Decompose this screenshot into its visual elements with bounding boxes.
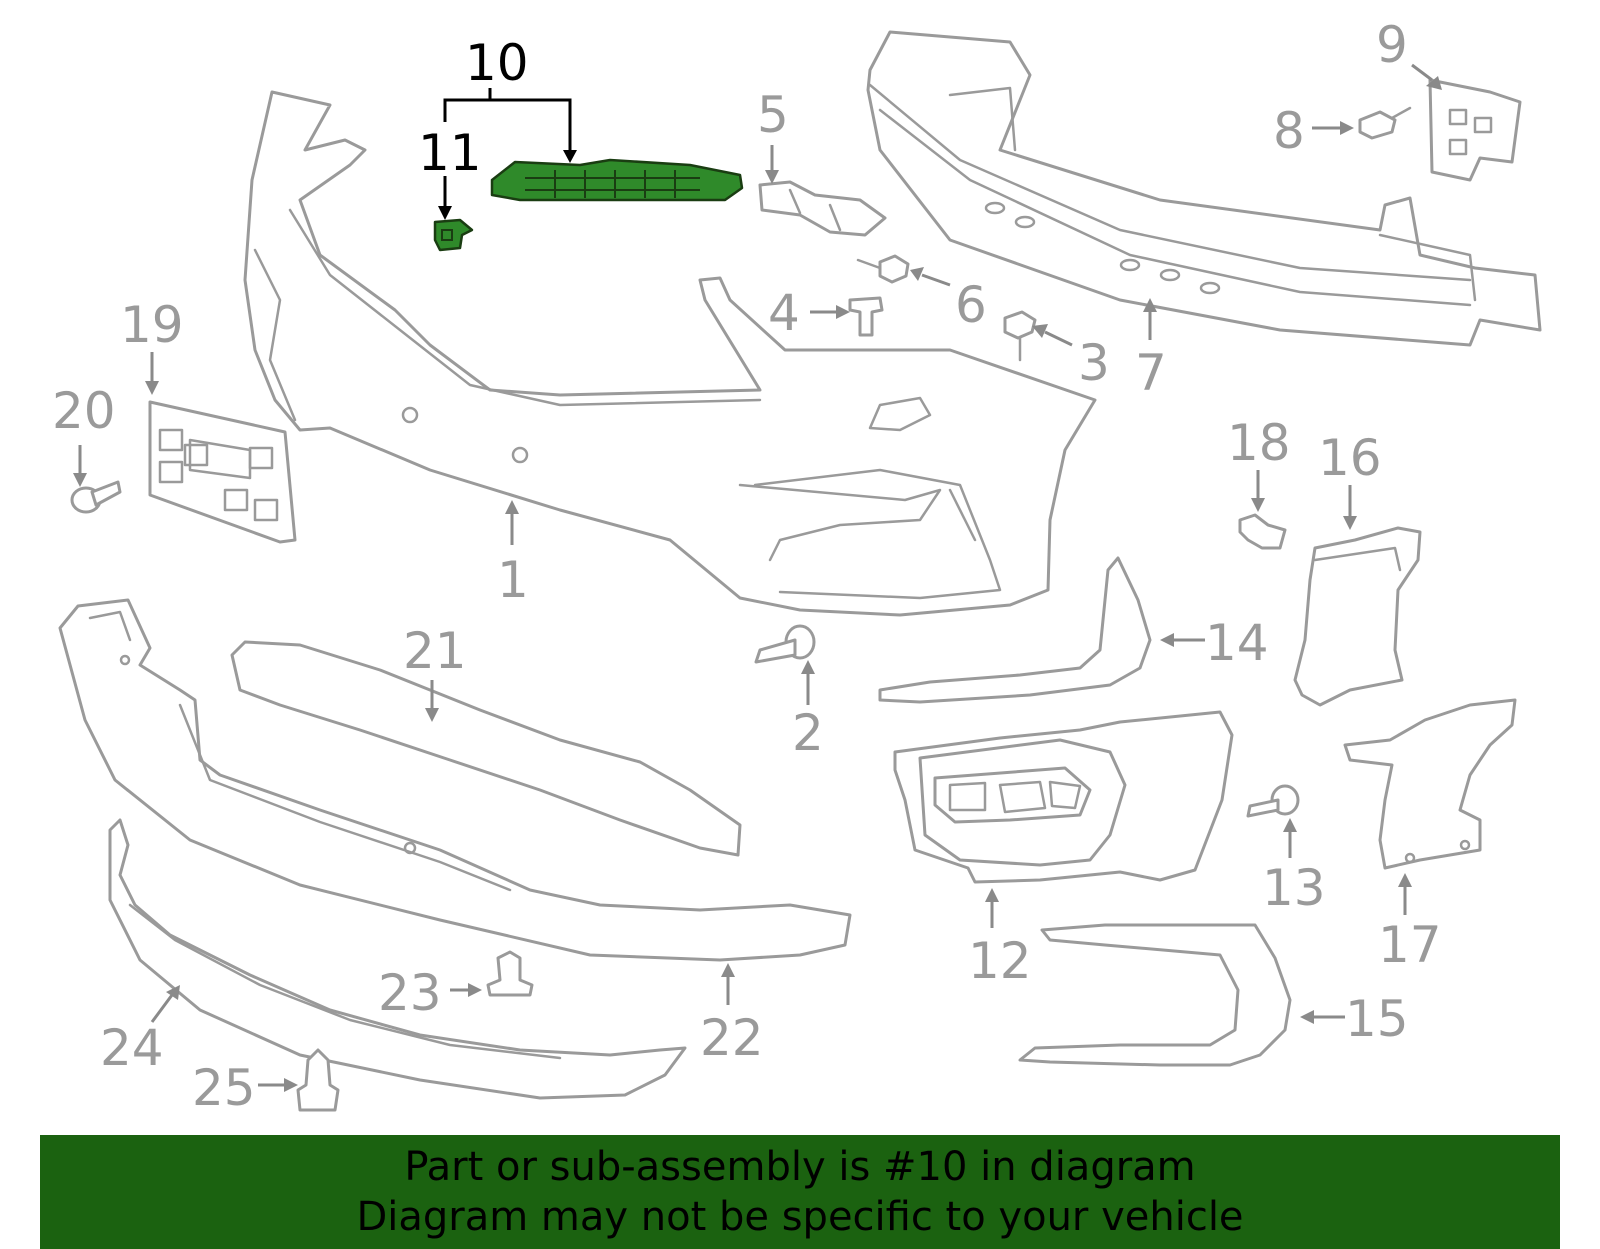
part-21-grille[interactable] xyxy=(230,640,742,857)
svg-text:16: 16 xyxy=(1318,429,1382,487)
callout-4: 4 xyxy=(768,284,850,342)
callout-14: 14 xyxy=(1160,614,1269,672)
svg-text:11: 11 xyxy=(418,124,482,182)
callout-11: 11 xyxy=(418,124,482,220)
part-15-fog-bezel[interactable] xyxy=(1018,923,1292,1067)
svg-text:18: 18 xyxy=(1227,414,1291,472)
callout-1: 1 xyxy=(497,500,529,609)
svg-text:20: 20 xyxy=(52,382,116,440)
part-16-side-bracket[interactable] xyxy=(1293,526,1422,707)
svg-text:23: 23 xyxy=(378,964,442,1022)
svg-text:12: 12 xyxy=(968,932,1032,990)
svg-text:24: 24 xyxy=(100,1019,164,1077)
svg-text:15: 15 xyxy=(1345,990,1409,1048)
part-3-bolt[interactable] xyxy=(1003,310,1037,362)
callout-2: 2 xyxy=(792,660,824,762)
svg-text:8: 8 xyxy=(1273,102,1305,160)
part-13-screw[interactable] xyxy=(1246,784,1300,818)
part-7-bumper-reinforcement[interactable] xyxy=(866,30,1542,347)
callout-8: 8 xyxy=(1273,102,1354,160)
svg-text:9: 9 xyxy=(1376,16,1408,74)
info-banner: Part or sub-assembly is #10 in diagram D… xyxy=(40,1135,1560,1249)
part-24-lower-lip[interactable] xyxy=(108,818,687,1100)
part-9-side-bracket[interactable] xyxy=(1428,78,1522,182)
callout-7: 7 xyxy=(1135,298,1167,402)
part-17-side-bracket[interactable] xyxy=(1343,698,1517,870)
svg-text:7: 7 xyxy=(1135,344,1167,402)
svg-text:14: 14 xyxy=(1205,614,1269,672)
callout-9: 9 xyxy=(1376,16,1442,90)
svg-text:17: 17 xyxy=(1378,916,1442,974)
svg-text:19: 19 xyxy=(120,296,184,354)
callout-22: 22 xyxy=(700,963,764,1067)
svg-text:5: 5 xyxy=(757,86,789,144)
svg-text:25: 25 xyxy=(192,1059,256,1117)
callout-23: 23 xyxy=(378,964,482,1022)
part-18-clip[interactable] xyxy=(1238,513,1287,550)
callout-18: 18 xyxy=(1227,414,1291,512)
callout-3: 3 xyxy=(1032,324,1110,392)
part-6-bolt[interactable] xyxy=(856,254,910,284)
part-14-side-garnish[interactable] xyxy=(878,556,1152,704)
svg-text:3: 3 xyxy=(1078,334,1110,392)
svg-text:1: 1 xyxy=(497,551,529,609)
callout-5: 5 xyxy=(757,86,789,184)
callout-24: 24 xyxy=(100,985,180,1077)
svg-text:22: 22 xyxy=(700,1009,764,1067)
callout-6: 6 xyxy=(910,267,987,334)
callout-15: 15 xyxy=(1300,990,1409,1048)
callout-25: 25 xyxy=(192,1059,298,1117)
part-2-screw[interactable] xyxy=(754,624,816,664)
callout-13: 13 xyxy=(1262,818,1326,917)
callout-17: 17 xyxy=(1378,873,1442,974)
callout-20: 20 xyxy=(52,382,116,487)
part-10-bracket-highlighted[interactable] xyxy=(490,158,744,202)
part-1-bumper-cover[interactable] xyxy=(243,90,1097,617)
part-25-clip[interactable] xyxy=(296,1048,340,1112)
part-22-lower-cover[interactable] xyxy=(58,598,852,962)
part-20-screw[interactable] xyxy=(70,480,122,514)
part-19-license-bracket[interactable] xyxy=(148,400,297,544)
banner-line-1: Part or sub-assembly is #10 in diagram xyxy=(404,1144,1196,1190)
svg-text:10: 10 xyxy=(465,34,529,92)
part-11-clip-highlighted[interactable] xyxy=(433,218,474,252)
callout-21: 21 xyxy=(403,622,467,722)
part-8-bolt[interactable] xyxy=(1358,106,1412,140)
callout-10: 10 xyxy=(443,34,577,163)
svg-text:21: 21 xyxy=(403,622,467,680)
callout-19: 19 xyxy=(120,296,184,395)
svg-text:4: 4 xyxy=(768,284,800,342)
callout-16: 16 xyxy=(1318,429,1382,530)
callout-12: 12 xyxy=(968,888,1032,990)
svg-text:13: 13 xyxy=(1262,859,1326,917)
banner-line-2: Diagram may not be specific to your vehi… xyxy=(356,1194,1244,1240)
part-23-clip[interactable] xyxy=(486,950,534,997)
part-12-fog-light-assembly[interactable] xyxy=(893,710,1234,884)
svg-text:2: 2 xyxy=(792,704,824,762)
part-5-bracket[interactable] xyxy=(758,180,887,237)
part-4-clip[interactable] xyxy=(848,296,884,337)
svg-text:6: 6 xyxy=(955,276,987,334)
